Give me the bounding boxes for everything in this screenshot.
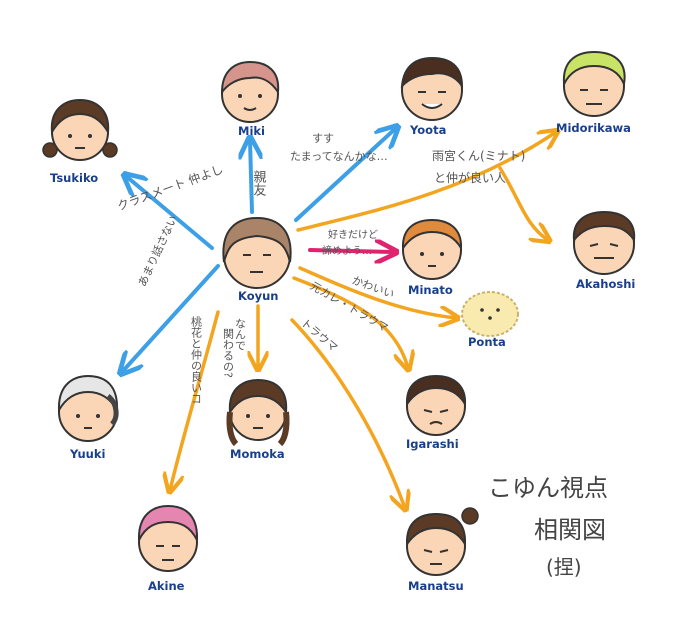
igarashi-face-icon (405, 374, 467, 436)
arrow-midorikawa-to-akahoshi (498, 166, 548, 240)
arrow-koyun-to-miki (250, 140, 252, 214)
relation-label-akine: 桃花と仲の良いコ (190, 315, 203, 404)
momoka-face-icon (226, 378, 290, 447)
koyun-face-icon (222, 216, 292, 289)
manatsu-face-icon (405, 507, 479, 576)
name-koyun: Koyun (238, 289, 278, 303)
yuuki-face-icon (57, 374, 119, 442)
midorikawa-face-icon (562, 50, 626, 117)
name-miki: Miki (238, 124, 265, 138)
name-yuuki: Yuuki (69, 447, 105, 461)
relation-label-minato-1: 好きだけど (328, 229, 378, 241)
relation-label-miki: 親友 (251, 170, 267, 196)
relation-label-yoota-2: たまってなんかな… (290, 150, 388, 163)
relation-label-yoota-1: すす (312, 132, 334, 145)
relation-label-minato-2: 諦めよう… (322, 244, 372, 257)
yoota-face-icon (400, 56, 464, 121)
name-yoota: Yoota (409, 123, 446, 137)
minato-face-icon (401, 218, 463, 280)
name-akine: Akine (148, 579, 185, 593)
arrow-koyun-to-yoota (294, 128, 396, 222)
name-midorikawa: Midorikawa (556, 121, 631, 135)
name-ponta: Ponta (468, 335, 506, 349)
arrow-koyun-to-akine (170, 310, 220, 490)
diagram-subtitle: 相関図 (534, 516, 606, 544)
arrow-koyun-to-ponta (298, 266, 456, 318)
akahoshi-face-icon (572, 210, 636, 275)
arrow-koyun-to-minato (308, 250, 394, 252)
name-manatsu: Manatsu (408, 579, 464, 593)
tsukiko-face-icon (42, 98, 118, 161)
miki-face-icon (220, 60, 280, 123)
name-akahoshi: Akahoshi (576, 277, 635, 291)
name-minato: Minato (408, 283, 453, 297)
relation-label-midorikawa-2: と仲が良い人 (434, 170, 506, 185)
diagram-title: こゆん視点 (488, 474, 608, 502)
name-tsukiko: Tsukiko (50, 171, 98, 185)
arrow-koyun-to-tsukiko (126, 176, 214, 250)
relation-label-midorikawa-1: 雨宮くん(ミナト) (432, 148, 525, 163)
relation-label-momoka-1: なんで (234, 318, 247, 351)
relation-label-tsukiko: クラスメート 仲よし (115, 162, 225, 213)
arrow-koyun-to-midorikawa (296, 132, 556, 232)
arrow-koyun-to-yuuki (122, 264, 220, 372)
name-igarashi: Igarashi (406, 437, 459, 451)
relation-label-yuuki: あまり話さない (135, 213, 180, 289)
diagram-note: (捏) (546, 555, 582, 579)
relation-label-momoka-2: 関わるの? (222, 328, 235, 378)
arrow-koyun-to-manatsu (290, 318, 405, 508)
arrow-koyun-to-igarashi (292, 276, 408, 368)
name-momoka: Momoka (230, 447, 285, 461)
ponta-dog-icon (461, 291, 519, 337)
akine-face-icon (137, 504, 199, 572)
